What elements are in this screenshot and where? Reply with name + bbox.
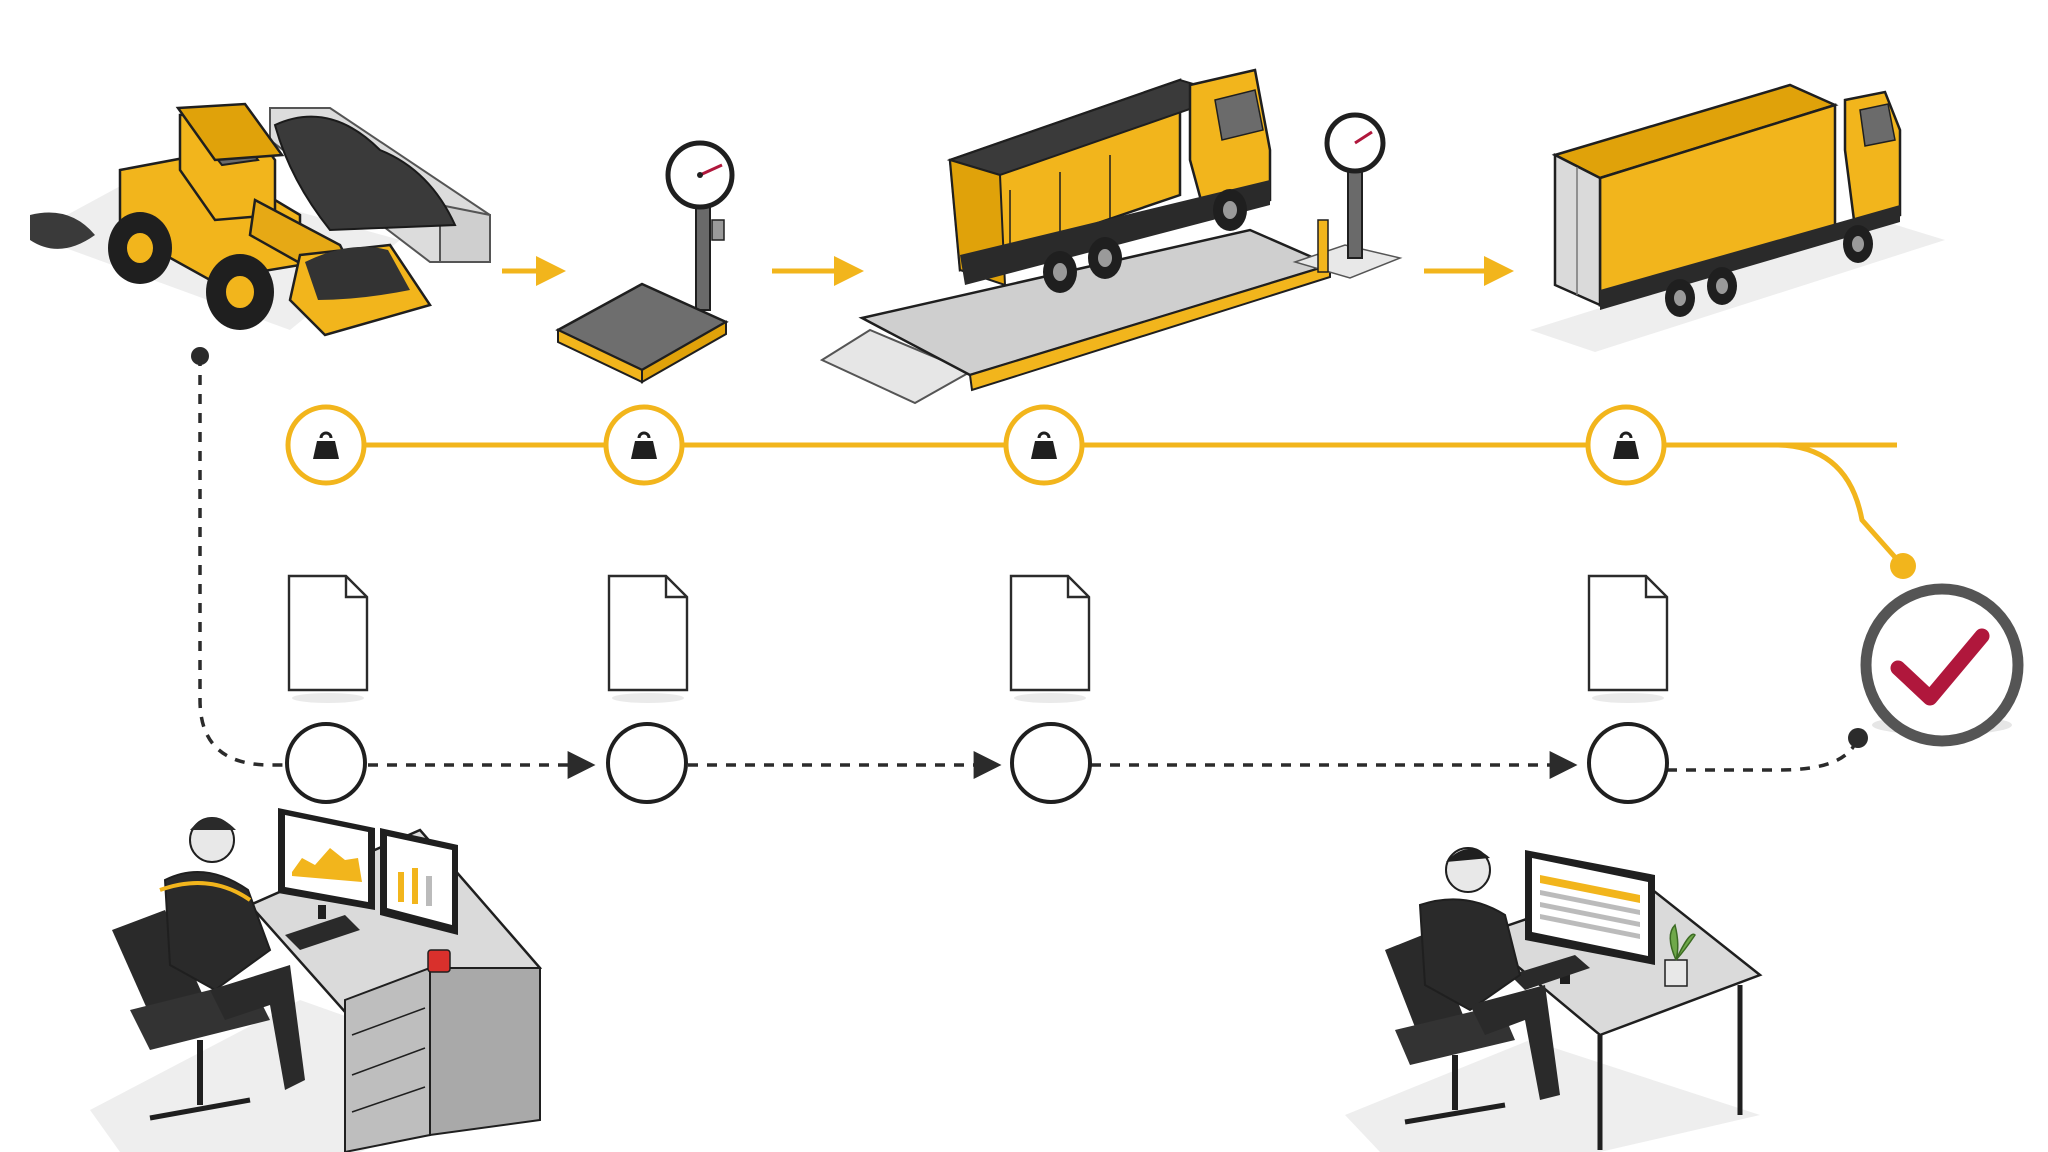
document-flow-line	[191, 347, 1868, 779]
weight-flow-line	[287, 442, 1916, 579]
document-icon-1	[287, 574, 369, 705]
flow-end-dot	[1848, 728, 1868, 748]
weight-node-4	[1585, 404, 1667, 486]
document-icon-4	[1587, 574, 1669, 705]
weight-node-3	[1003, 404, 1085, 486]
weight-node-2	[603, 404, 685, 486]
approval-check-badge	[1860, 583, 2024, 747]
document-step-node-4	[1587, 722, 1669, 804]
document-icon-2	[607, 574, 689, 705]
weight-line-endpoint	[1890, 553, 1916, 579]
wheel-loader-icon	[30, 102, 491, 337]
operator-workstation-icon	[90, 808, 543, 1152]
clerk-workstation-icon	[1345, 847, 1763, 1152]
document-icon-3	[1009, 574, 1091, 705]
document-step-node-3	[1010, 722, 1092, 804]
weight-node-1	[285, 404, 367, 486]
document-step-node-2	[606, 722, 688, 804]
check-icon	[1890, 628, 1990, 706]
weighbridge-truck-icon	[819, 68, 1403, 405]
box-truck-icon	[1530, 83, 1945, 352]
document-step-node-1	[285, 722, 367, 804]
platform-scale-icon	[555, 140, 735, 384]
